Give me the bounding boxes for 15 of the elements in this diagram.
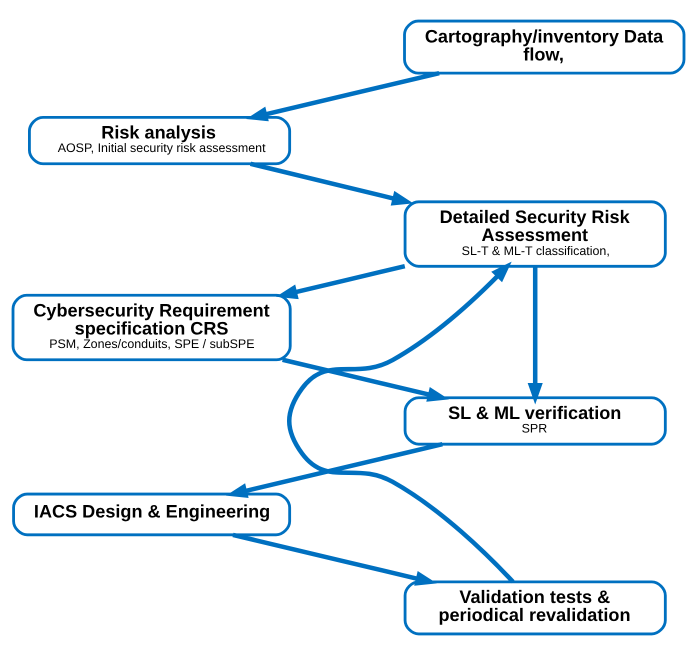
arrow xyxy=(226,442,443,498)
arrow xyxy=(250,162,414,206)
node-box: Detailed Security Risk Assessment SL-T & ML-T classification, xyxy=(404,200,667,268)
node-box: SL & ML verification SPR xyxy=(404,396,667,446)
arrow xyxy=(246,70,440,122)
arrow xyxy=(282,358,449,402)
arrow xyxy=(276,264,406,300)
arrow xyxy=(232,532,437,586)
node-box: IACS Design & Engineering xyxy=(12,492,292,536)
node-box: Validation tests & periodical revalidation xyxy=(404,580,667,636)
arrow xyxy=(287,262,514,584)
node-box: Risk analysis AOSP, Initial security risk assessment xyxy=(28,116,292,166)
arrow xyxy=(528,266,543,404)
node-box: Cartography/inventory Data flow, xyxy=(403,20,686,75)
node-box: Cybersecurity Requirement specification CRS PSM, Zones/conduits, SPE / subSPE xyxy=(12,294,292,362)
